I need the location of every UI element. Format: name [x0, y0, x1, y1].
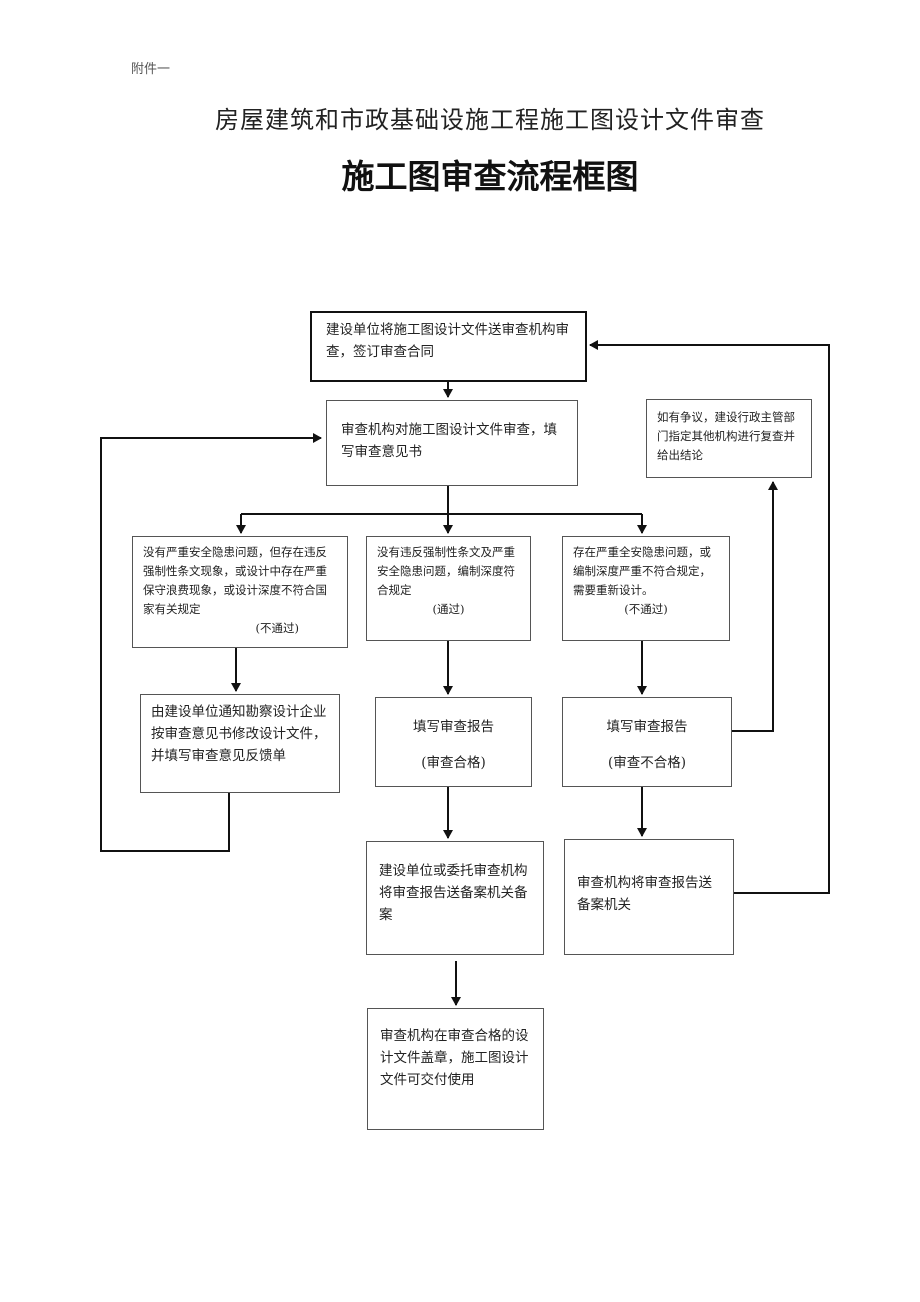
annex-label: 附件一: [131, 62, 171, 77]
box-review: 审查机构对施工图设计文件审查，填写审查意见书: [326, 400, 578, 486]
box-report-pass: 填写审查报告 (审查合格): [375, 697, 532, 787]
box-final-text: 审查机构在审查合格的设计文件盖章，施工图设计文件可交付使用: [380, 1028, 529, 1088]
report-pass-status: (审查合格): [421, 755, 486, 771]
case-mid-status: (通过): [432, 602, 465, 616]
box-dispute-text: 如有争议，建设行政主管部门指定其他机构进行复查并给出结论: [657, 410, 795, 462]
document-title: 房屋建筑和市政基础设施工程施工图设计文件审查: [215, 106, 765, 134]
box-case-mid: 没有违反强制性条文及严重安全隐患问题，编制深度符合规定 (通过): [366, 536, 531, 641]
report-fail-status: (审查不合格): [607, 755, 687, 771]
case-left-text: 没有严重安全隐患问题，但存在违反强制性条文现象，或设计中存在严重保守浪费现象，或…: [143, 545, 327, 616]
report-pass-title: 填写审查报告: [413, 719, 494, 735]
box-submit: 建设单位将施工图设计文件送审查机构审查，签订审查合同: [310, 311, 587, 382]
box-file-fail-text: 审查机构将审查报告送备案机关: [577, 875, 712, 913]
box-file-pass-text: 建设单位或委托审查机构将审查报告送备案机关备案: [379, 863, 528, 923]
chart-title: 施工图审查流程框图: [341, 157, 639, 196]
case-left-status: (不通过): [255, 621, 299, 635]
box-case-right: 存在严重全安隐患问题，或编制深度严重不符合规定，需要重新设计。 (不通过): [562, 536, 730, 641]
box-file-fail: 审查机构将审查报告送备案机关: [564, 839, 734, 955]
loop-revise-to-review: [100, 433, 322, 852]
box-submit-text: 建设单位将施工图设计文件送审查机构审查，签订审查合同: [326, 322, 569, 360]
box-revise-text: 由建设单位通知勘察设计企业按审查意见书修改设计文件，并填写审查意见反馈单: [151, 704, 327, 764]
box-report-fail: 填写审查报告 (审查不合格): [562, 697, 732, 787]
connector-report-fail-to-dispute: [732, 481, 778, 732]
box-review-text: 审查机构对施工图设计文件审查，填写审查意见书: [341, 422, 557, 460]
report-fail-title: 填写审查报告: [606, 719, 688, 735]
case-right-text: 存在严重全安隐患问题，或编制深度严重不符合规定，需要重新设计。: [573, 545, 711, 597]
case-right-status: (不通过): [624, 602, 668, 616]
case-mid-text: 没有违反强制性条文及严重安全隐患问题，编制深度符合规定: [377, 545, 515, 597]
box-file-pass: 建设单位或委托审查机构将审查报告送备案机关备案: [366, 841, 544, 955]
box-case-left: 没有严重安全隐患问题，但存在违反强制性条文现象，或设计中存在严重保守浪费现象，或…: [132, 536, 348, 648]
box-final: 审查机构在审查合格的设计文件盖章，施工图设计文件可交付使用: [367, 1008, 544, 1130]
box-dispute: 如有争议，建设行政主管部门指定其他机构进行复查并给出结论: [646, 399, 812, 478]
box-revise: 由建设单位通知勘察设计企业按审查意见书修改设计文件，并填写审查意见反馈单: [140, 694, 340, 793]
loop-file-fail-to-submit: [589, 340, 830, 894]
